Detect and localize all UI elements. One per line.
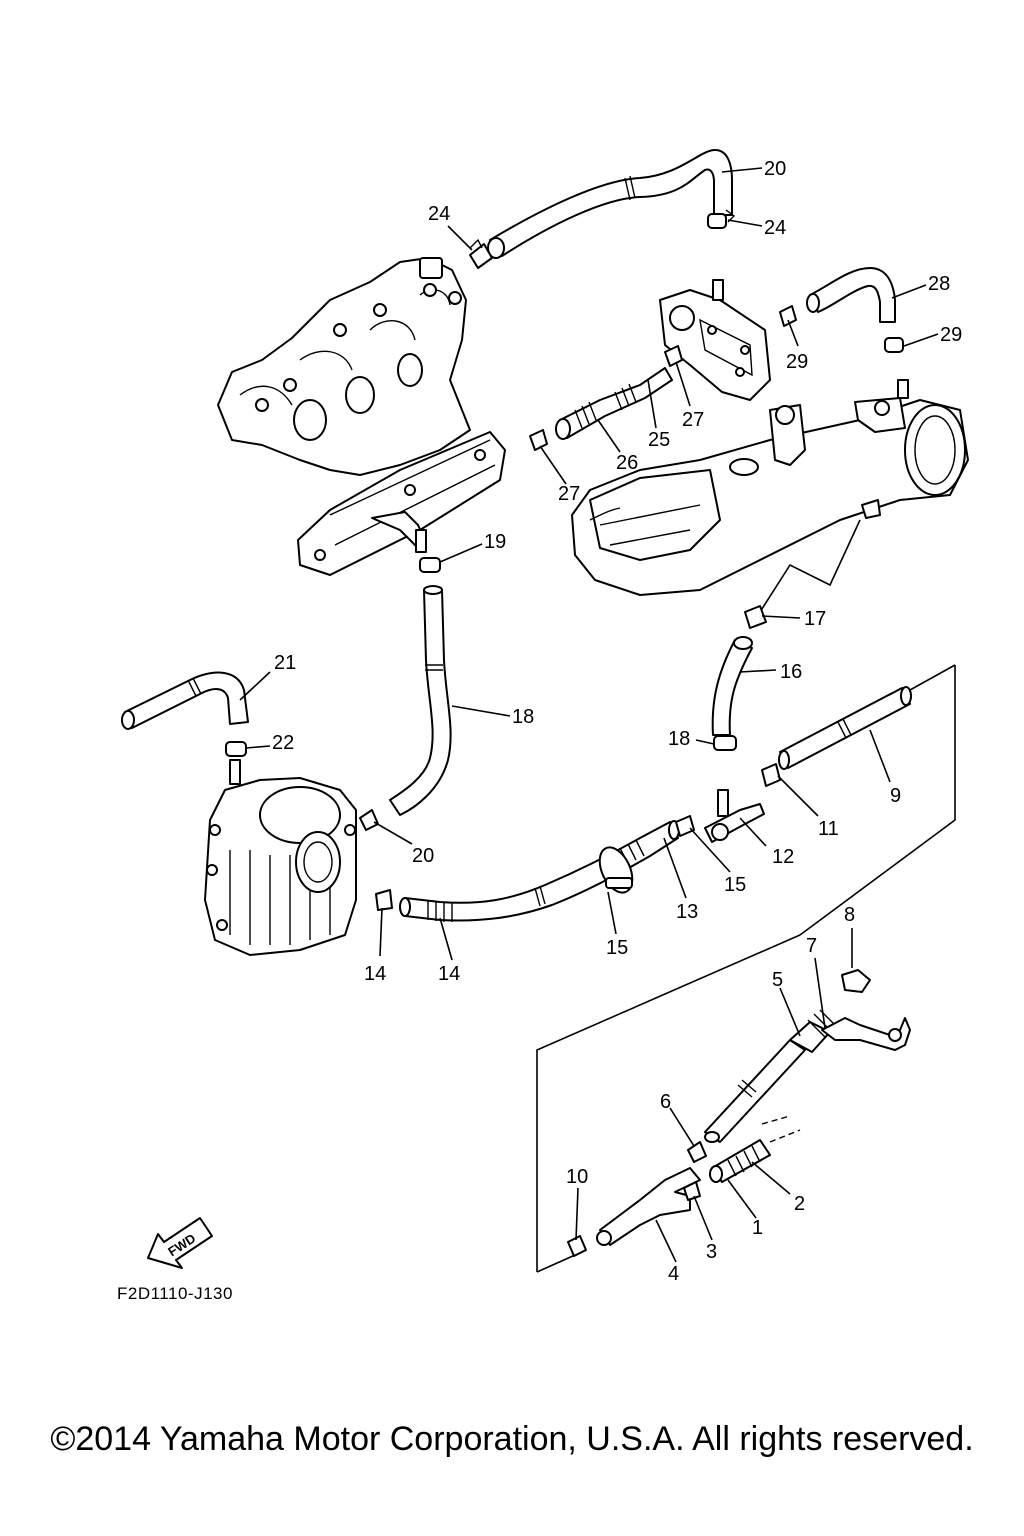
callout-25: 25 — [648, 429, 670, 451]
callout-16: 15 — [606, 937, 628, 959]
callout-5: 5 — [772, 969, 783, 991]
callout-22: 22 — [272, 732, 294, 754]
callout-27-upper: 27 — [682, 409, 704, 431]
hose-19 — [389, 585, 452, 816]
callout-6: 6 — [660, 1091, 671, 1113]
hose-13-14 — [399, 820, 680, 922]
callout-3: 3 — [706, 1241, 717, 1263]
callout-9: 9 — [890, 785, 901, 807]
hose-21 — [121, 671, 249, 730]
exhaust-manifold — [217, 257, 471, 476]
callout-11: 11 — [818, 818, 839, 840]
hose-9 — [778, 686, 912, 770]
callout-20-upper: 19 — [484, 531, 506, 553]
copyright-notice: ©2014 Yamaha Motor Corporation, U.S.A. A… — [50, 1420, 974, 1458]
hose-17 — [711, 636, 753, 736]
callout-numbers: 20 24 24 28 29 29 27 25 26 27 19 21 18 2… — [272, 158, 962, 1285]
callout-17: 16 — [780, 661, 802, 683]
callout-24-right: 24 — [764, 217, 786, 239]
callout-18-lower: 18 — [668, 728, 690, 750]
callout-10: 10 — [566, 1166, 588, 1188]
callout-4: 4 — [668, 1263, 679, 1285]
exhaust-body — [571, 379, 969, 596]
callout-15-right: 15 — [724, 874, 746, 896]
callout-2: 2 — [794, 1193, 805, 1215]
callout-26: 26 — [616, 452, 638, 474]
callout-28: 28 — [928, 273, 950, 295]
callout-14-label: 14 — [438, 963, 460, 985]
callout-24-left: 24 — [428, 203, 450, 225]
callout-20-lower: 20 — [412, 845, 434, 867]
assembly-outline — [536, 519, 956, 1273]
callout-13: 13 — [676, 901, 698, 923]
leader-lines — [239, 167, 939, 1263]
callout-18-upper: 17 — [804, 608, 826, 630]
callout-19: 18 — [512, 706, 534, 728]
fwd-direction-arrow: FWD — [147, 1217, 213, 1269]
drain-assembly — [567, 969, 911, 1257]
callout-27-lower: 27 — [558, 483, 580, 505]
callout-1: 1 — [752, 1217, 763, 1239]
intake-silencer — [204, 759, 357, 956]
callout-12: 12 — [772, 846, 794, 868]
hose-28 — [806, 267, 896, 323]
drawing-code: F2D1110-J130 — [117, 1284, 233, 1303]
callout-7: 7 — [806, 935, 817, 957]
callout-29-right: 29 — [940, 324, 962, 346]
callout-8: 8 — [844, 904, 855, 926]
exhaust-chamber-bracket — [659, 279, 771, 401]
hose-25-26 — [555, 367, 673, 440]
hose-clamps — [225, 209, 904, 911]
joint-12 — [704, 789, 765, 843]
hose-23 — [487, 149, 733, 259]
callout-23: 20 — [764, 158, 786, 180]
callout-15-left: 14 — [364, 963, 386, 985]
callout-29-left: 29 — [786, 351, 808, 373]
exhaust-cooling-pipe — [297, 431, 506, 576]
callout-21: 21 — [274, 652, 296, 674]
